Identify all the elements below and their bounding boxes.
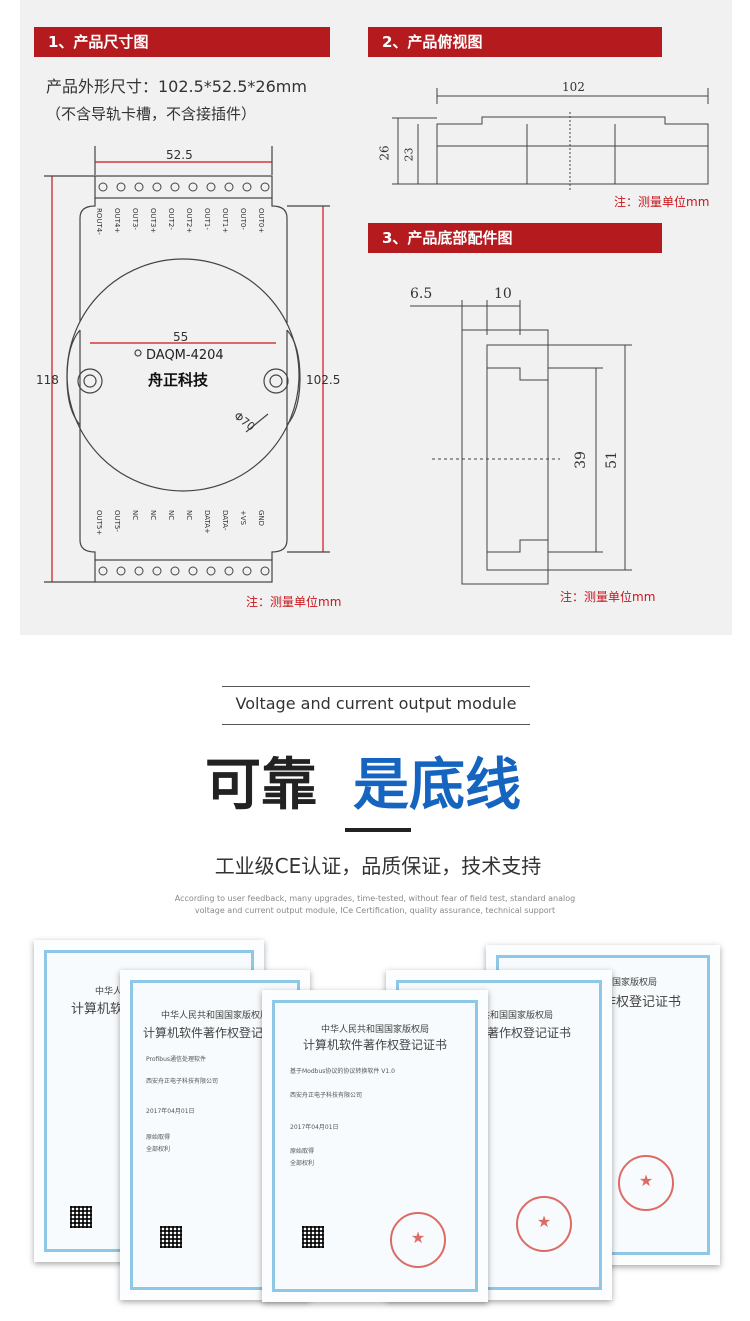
- pin-label: OUT3+: [149, 208, 157, 234]
- cert-scope: 全部权利: [290, 1160, 315, 1167]
- qr-code-icon: [302, 1226, 324, 1248]
- cert-software: 基于Modbus协议的协议转换软件 V1.0: [290, 1068, 395, 1075]
- pin-label: OUT2+: [185, 208, 193, 234]
- cert-title: 计算机软件著作权登记证书: [142, 1026, 287, 1040]
- unit-note-front: 注：测量单位mm: [246, 595, 342, 609]
- model-label: DAQM-4204: [146, 348, 224, 363]
- cert-date: 2017年04月01日: [290, 1124, 339, 1131]
- cert-scope: 全部权利: [146, 1146, 171, 1153]
- pin-label: OUT2-: [167, 208, 175, 230]
- top-pin-labels: ROUT4- OUT4+ OUT3- OUT3+ OUT2- OUT2+ OUT…: [95, 208, 275, 248]
- dim-6-5: 6.5: [410, 286, 433, 302]
- unit-note-top: 注：测量单位mm: [614, 195, 710, 209]
- pin-label: NC: [131, 510, 139, 521]
- pin-label: NC: [149, 510, 157, 521]
- top-view-drawing: [392, 88, 709, 192]
- pin-label: NC: [185, 510, 193, 521]
- pin-label: OUT5+: [95, 510, 103, 536]
- cert-acquire: 原始取得: [146, 1134, 171, 1141]
- dim-51: 51: [603, 451, 620, 469]
- qr-code-icon: [160, 1226, 182, 1248]
- section-header-bottom-parts: 3、产品底部配件图: [368, 223, 662, 253]
- qr-code-icon: [70, 1206, 92, 1228]
- cert-company: 西安舟正电子科技有限公司: [290, 1092, 363, 1099]
- pin-label: OUT1+: [221, 208, 229, 234]
- dim-10: 10: [494, 286, 512, 302]
- promo-subtitle: Voltage and current output module: [235, 694, 517, 713]
- pin-label: OUT3-: [131, 208, 139, 230]
- pin-label: +VS: [239, 510, 247, 526]
- brand-label: 舟正科技: [148, 371, 209, 389]
- certificate-front: 中华人民共和国国家版权局 计算机软件著作权登记证书 基于Modbus协议的协议转…: [262, 990, 488, 1302]
- dim-length: 102: [562, 80, 585, 94]
- promo-title-black: 可靠: [205, 753, 317, 818]
- size-spec-note: （不含导轨卡槽，不含接插件）: [46, 105, 257, 123]
- pin-label: OUT4+: [113, 208, 121, 234]
- size-spec: 产品外形尺寸：102.5*52.5*26mm: [46, 77, 307, 96]
- cert-authority: 中华人民共和国国家版权局: [160, 1011, 269, 1021]
- official-seal-icon: ★: [618, 1155, 674, 1211]
- cert-date: 2017年04月01日: [146, 1108, 195, 1115]
- pin-label: ROUT4-: [95, 208, 103, 235]
- promo-title-blue: 是底线: [353, 753, 521, 818]
- cert-software: Profibus通信处理软件: [146, 1056, 207, 1063]
- pin-label: GND: [257, 510, 265, 527]
- section-header-size: 1、产品尺寸图: [34, 27, 330, 57]
- dim-height-total: 118: [36, 373, 59, 387]
- bottom-parts-drawing: [410, 300, 632, 585]
- cert-authority: 中华人民共和国国家版权局: [320, 1025, 429, 1035]
- bottom-pin-labels: OUT5+ OUT5- NC NC NC NC DATA+ DATA- +VS …: [95, 510, 275, 550]
- promo-desc-line1: According to user feedback, many upgrade…: [174, 894, 576, 903]
- official-seal-icon: ★: [516, 1196, 572, 1252]
- unit-note-bottom: 注：测量单位mm: [560, 590, 656, 604]
- pin-label: DATA+: [203, 510, 211, 534]
- pin-label: OUT5-: [113, 510, 121, 532]
- dim-width: 52.5: [166, 148, 193, 162]
- promo-tagline: 工业级CE认证，品质保证，技术支持: [214, 854, 542, 878]
- dim-height-body: 102.5: [306, 373, 341, 387]
- cert-authority: 中华人民共和国国家版权局: [444, 1011, 553, 1021]
- front-view-drawing: [44, 146, 330, 583]
- cert-title: 计算机软件著作权登记证书: [302, 1038, 447, 1052]
- pin-label: OUT0-: [239, 208, 247, 230]
- cert-acquire: 原始取得: [290, 1148, 315, 1155]
- pin-label: OUT0+: [257, 208, 265, 234]
- section-header-top-view: 2、产品俯视图: [368, 27, 662, 57]
- dim-39: 39: [572, 451, 589, 469]
- subtitle-rule-bottom: [222, 724, 530, 725]
- subtitle-rule-top: [222, 686, 530, 687]
- pin-label: DATA-: [221, 510, 229, 531]
- pin-label: OUT1-: [203, 208, 211, 230]
- pin-label: NC: [167, 510, 175, 521]
- cert-company: 西安舟正电子科技有限公司: [146, 1078, 219, 1085]
- title-underline: [345, 828, 411, 832]
- promo-desc-line2: voltage and current output module, ICe C…: [194, 906, 556, 915]
- dim-hole-spacing: 55: [173, 330, 189, 344]
- official-seal-icon: ★: [390, 1212, 446, 1268]
